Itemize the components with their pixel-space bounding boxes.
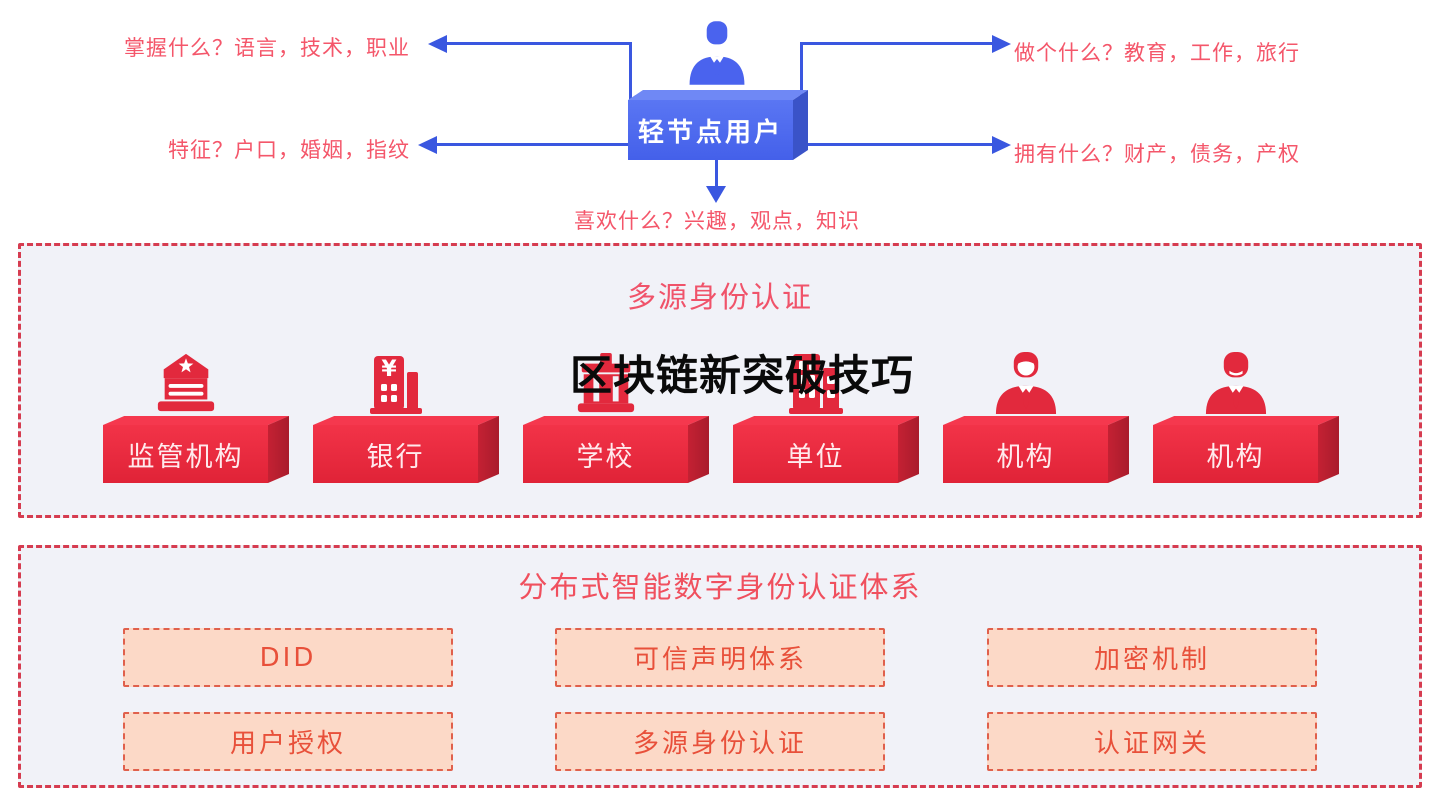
module-did: DID	[123, 628, 453, 687]
arrowhead-down	[706, 186, 726, 203]
did-system-section: 分布式智能数字身份认证体系 DID 可信声明体系 加密机制 用户授权 多源身份认…	[18, 545, 1422, 788]
module-auth-gateway: 认证网关	[987, 712, 1317, 771]
arrow-line-top-left-vertical	[629, 42, 632, 102]
page-title: 区块链新突破技巧	[569, 351, 915, 400]
light-node-user-label: 轻节点用户	[628, 100, 793, 160]
arrow-line-down	[715, 160, 718, 186]
government-building-icon	[103, 348, 268, 414]
callout-bottom: 喜欢什么？兴趣，观点，知识	[574, 209, 860, 233]
multi-source-section-title: 多源身份认证	[626, 280, 813, 314]
light-node-user-box: 轻节点用户	[628, 89, 808, 160]
entity-label: 学校	[523, 425, 688, 483]
entity-bank: ¥ 银行	[313, 348, 500, 483]
arrowhead-bottom-left	[418, 136, 437, 154]
entity-institution-2: 机构	[1153, 348, 1340, 483]
callout-top-right: 做个什么？教育，工作，旅行	[1014, 41, 1300, 65]
arrowhead-top-left	[428, 35, 447, 53]
box-top-face	[628, 90, 808, 100]
entity-institution-1: 机构	[943, 348, 1130, 483]
businessman-icon	[1153, 348, 1318, 414]
arrowhead-top-right	[992, 35, 1011, 53]
arrowhead-bottom-right	[992, 136, 1011, 154]
office-building-icon	[733, 348, 898, 414]
entity-organization: 单位	[733, 348, 920, 483]
school-building-icon	[523, 348, 688, 414]
entity-label: 机构	[1153, 425, 1318, 483]
arrow-line-bottom-right	[808, 143, 992, 146]
module-trusted-claims: 可信声明体系	[555, 628, 885, 687]
arrow-line-top-right-vertical	[800, 42, 803, 102]
entity-label: 银行	[313, 425, 478, 483]
arrow-line-top-right	[803, 42, 992, 45]
user-person-icon	[687, 20, 747, 90]
callout-bottom-right: 拥有什么？财产，债务，产权	[1014, 142, 1300, 166]
bank-building-icon: ¥	[313, 348, 478, 414]
multi-source-auth-section: 多源身份认证 监管机构	[18, 243, 1422, 518]
entity-label: 监管机构	[103, 425, 268, 483]
entity-regulator: 监管机构	[103, 348, 290, 483]
box-side-face	[793, 89, 808, 160]
callout-bottom-left: 特征？户口，婚姻，指纹	[168, 138, 410, 162]
entity-label: 单位	[733, 425, 898, 483]
entity-label: 机构	[943, 425, 1108, 483]
module-encryption: 加密机制	[987, 628, 1317, 687]
entity-school: 学校	[523, 348, 710, 483]
module-multi-source-auth: 多源身份认证	[555, 712, 885, 771]
did-section-title: 分布式智能数字身份认证体系	[518, 570, 922, 604]
businessman-icon	[943, 348, 1108, 414]
callout-top-left: 掌握什么？语言，技术，职业	[124, 36, 410, 60]
arrow-line-bottom-left	[437, 143, 628, 146]
svg-text:¥: ¥	[381, 357, 397, 382]
arrow-line-top-left	[447, 42, 631, 45]
module-user-authorization: 用户授权	[123, 712, 453, 771]
